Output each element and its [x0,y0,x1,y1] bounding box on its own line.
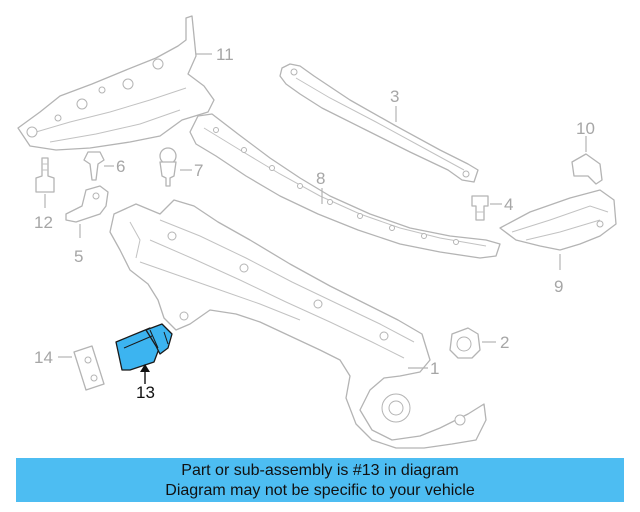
callout-3: 3 [390,87,399,106]
callout-2: 2 [500,333,509,352]
info-banner: Part or sub-assembly is #13 in diagram D… [16,458,624,502]
part-8-tiebar [189,113,501,259]
parts-diagram: 11 3 6 7 12 5 [17,15,617,449]
part-4-bolt [471,195,489,221]
part-14-plate [73,345,105,391]
callout-7: 7 [194,161,203,180]
banner-line-1: Part or sub-assembly is #13 in diagram [181,462,459,479]
part-7-stud [159,147,177,187]
callout-5: 5 [74,247,83,266]
callout-9: 9 [554,277,563,296]
part-5-bracket [65,185,109,223]
callout-1: 1 [430,359,439,378]
banner-line-2: Diagram may not be specific to your vehi… [165,482,475,499]
callout-13: 13 [136,383,155,402]
callout-11: 11 [216,45,234,64]
part-11-undercover [17,15,215,151]
callout-8: 8 [316,169,325,188]
callout-14: 14 [34,348,53,367]
callout-10: 10 [576,119,595,138]
part-6-bolt [83,151,105,181]
part-13-sensor-highlighted [115,323,173,371]
part-3-crossmember [279,63,479,183]
callout-6: 6 [116,157,125,176]
part-10-bracket [571,153,603,185]
callout-12: 12 [34,213,53,232]
part-9-extension [499,189,617,251]
part-2-grommet [449,327,481,359]
callout-4: 4 [504,195,513,214]
part-12-bolt [35,157,55,193]
part-1-carrier [109,199,487,449]
